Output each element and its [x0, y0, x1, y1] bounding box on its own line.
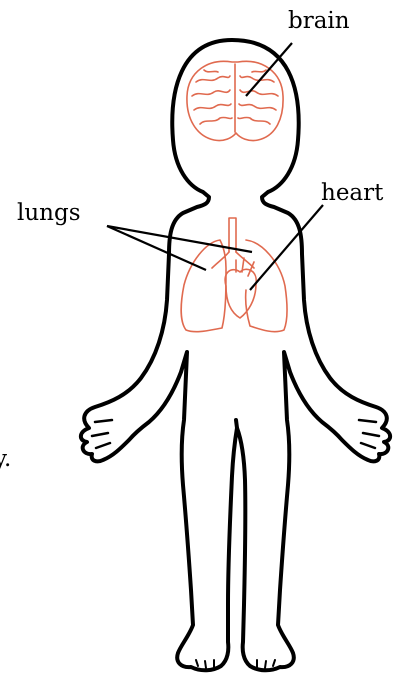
brain-folds-left: [192, 70, 232, 124]
lungs-pointer-2: [107, 226, 252, 252]
heart-pointer: [250, 205, 323, 290]
left-lung: [181, 240, 226, 332]
lungs-pointer-1: [107, 226, 206, 270]
right-hand-fingers: [359, 420, 379, 448]
heart-organ: [225, 269, 256, 318]
left-hand-fingers: [92, 420, 112, 448]
right-toes: [257, 660, 275, 668]
brain-organ: [187, 61, 283, 140]
left-edge-text-fragment: y.: [0, 446, 11, 472]
chest-organs: [181, 218, 287, 332]
brain-folds-right: [238, 70, 278, 124]
brain-label: brain: [288, 8, 350, 34]
bronchi: [212, 252, 254, 268]
lungs-label: lungs: [17, 200, 81, 226]
heart-label: heart: [321, 180, 384, 206]
left-toes: [196, 660, 214, 668]
leg-divider: [236, 420, 237, 428]
trachea: [229, 218, 236, 252]
